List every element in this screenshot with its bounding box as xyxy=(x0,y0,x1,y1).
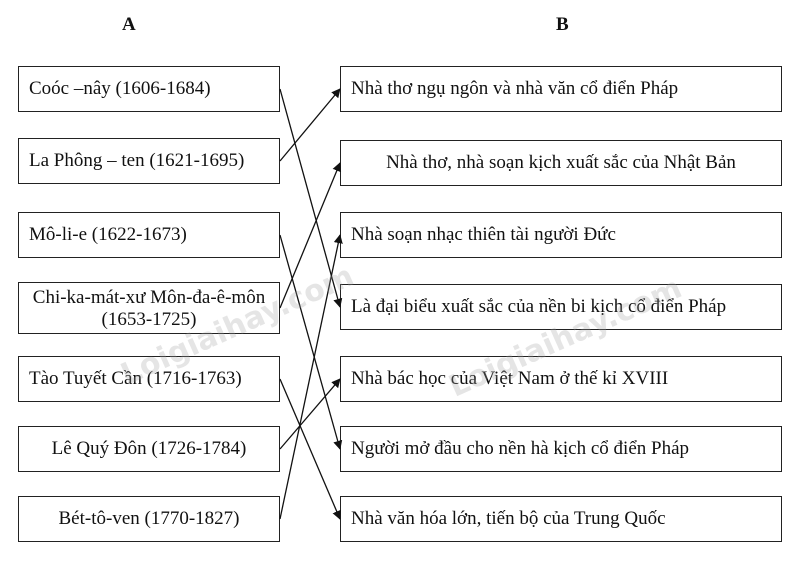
column-a-item-cooc-nay: Coóc –nây (1606-1684) xyxy=(18,66,280,112)
column-a-item-chi-ka-mat-xu: Chi-ka-mát-xư Môn-đa-ê-môn (1653-1725) xyxy=(18,282,280,334)
column-b-item-german-composer: Nhà soạn nhạc thiên tài người Đức xyxy=(340,212,782,258)
column-b-item-chinese-writer: Nhà văn hóa lớn, tiến bộ của Trung Quốc xyxy=(340,496,782,542)
column-a-item-la-phong-ten: La Phông – ten (1621-1695) xyxy=(18,138,280,184)
connection-a6-b5 xyxy=(279,378,341,450)
column-b-item-french-fabulist: Nhà thơ ngụ ngôn và nhà văn cổ điển Pháp xyxy=(340,66,782,112)
column-b-header: B xyxy=(556,14,569,35)
column-b-item-french-tragedy: Là đại biểu xuất sắc của nền bi kịch cổ … xyxy=(340,284,782,330)
column-b-item-vietnamese-scholar: Nhà bác học của Việt Nam ở thế kỉ XVIII xyxy=(340,356,782,402)
column-b-item-french-comedy: Người mở đầu cho nền hà kịch cổ điển Phá… xyxy=(340,426,782,472)
column-b-item-japanese-playwright: Nhà thơ, nhà soạn kịch xuất sắc của Nhật… xyxy=(340,140,782,186)
column-a-item-mo-li-e: Mô-li-e (1622-1673) xyxy=(18,212,280,258)
connection-a5-b7 xyxy=(279,378,341,520)
connection-a2-b1 xyxy=(279,88,341,162)
column-a-item-le-quy-don: Lê Quý Đôn (1726-1784) xyxy=(18,426,280,472)
column-a-item-bet-to-ven: Bét-tô-ven (1770-1827) xyxy=(18,496,280,542)
column-a-header: A xyxy=(122,14,136,35)
